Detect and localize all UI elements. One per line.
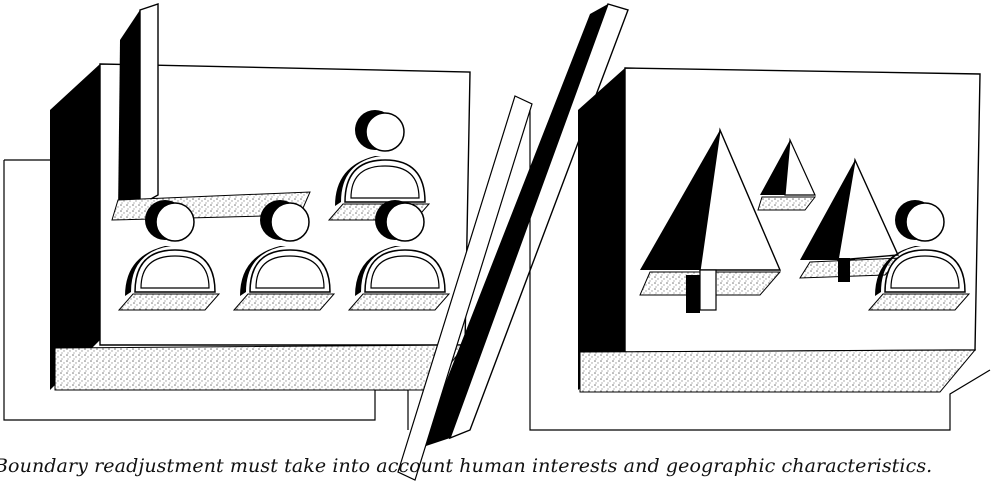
right-region: [530, 68, 990, 430]
figure-caption: Boundary readjustment must take into acc…: [0, 455, 994, 477]
left-region: [4, 4, 470, 430]
